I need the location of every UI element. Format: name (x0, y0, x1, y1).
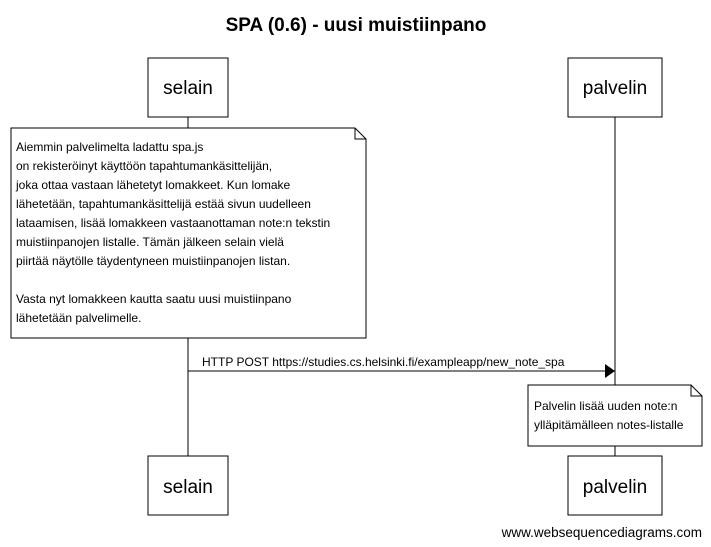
participant-palvelin-top: palvelin (567, 57, 663, 118)
note-selain: Aiemmin palvelimelta ladattu spa.js on r… (10, 127, 367, 339)
note-line: piirtää näytölle täydentyneen muistiinpa… (16, 254, 290, 268)
note-fold (690, 385, 702, 397)
note-palvelin: Palvelin lisää uuden note:n ylläpitämäll… (527, 384, 703, 447)
message-label: HTTP POST https://studies.cs.helsinki.fi… (202, 355, 565, 369)
note-fold (354, 128, 366, 140)
note-line: Palvelin lisää uuden note:n (534, 399, 677, 413)
note-line: lähetetään, tapahtumankäsittelijä estää … (16, 197, 311, 211)
participant-box (567, 455, 663, 516)
participant-label: palvelin (583, 78, 647, 99)
participant-label: selain (163, 78, 213, 99)
participant-label: palvelin (583, 477, 647, 498)
note-line: Aiemmin palvelimelta ladattu spa.js (16, 140, 203, 154)
participant-box (147, 455, 229, 516)
participant-label: selain (163, 477, 213, 498)
note-line: lataamisen, lisää lomakkeen vastaanottam… (16, 216, 330, 230)
watermark-text: www.websequencediagrams.com (501, 525, 702, 540)
participant-selain-bottom: selain (147, 455, 229, 516)
note-shape (10, 127, 367, 339)
note-line: ylläpitämälleen notes-listalle (534, 418, 684, 432)
note-line: on rekisteröinyt käyttöön tapahtumankäsi… (16, 159, 272, 173)
note-line: joka ottaa vastaan lähetetyt lomakkeet. … (15, 178, 290, 192)
note-line: Vasta nyt lomakkeen kautta saatu uusi mu… (16, 292, 292, 306)
note-line: muistiinpanojen listalle. Tämän jälkeen … (16, 235, 284, 249)
participant-palvelin-bottom: palvelin (567, 455, 663, 516)
message-http-post: HTTP POST https://studies.cs.helsinki.fi… (188, 355, 615, 378)
diagram-title: SPA (0.6) - uusi muistiinpano (226, 15, 487, 36)
message-arrow-head (605, 364, 615, 378)
note-shape (527, 384, 703, 447)
participant-selain-top: selain (147, 57, 229, 118)
participant-box (147, 57, 229, 118)
participant-box (567, 57, 663, 118)
note-line: lähetetään palvelimelle. (16, 311, 141, 325)
